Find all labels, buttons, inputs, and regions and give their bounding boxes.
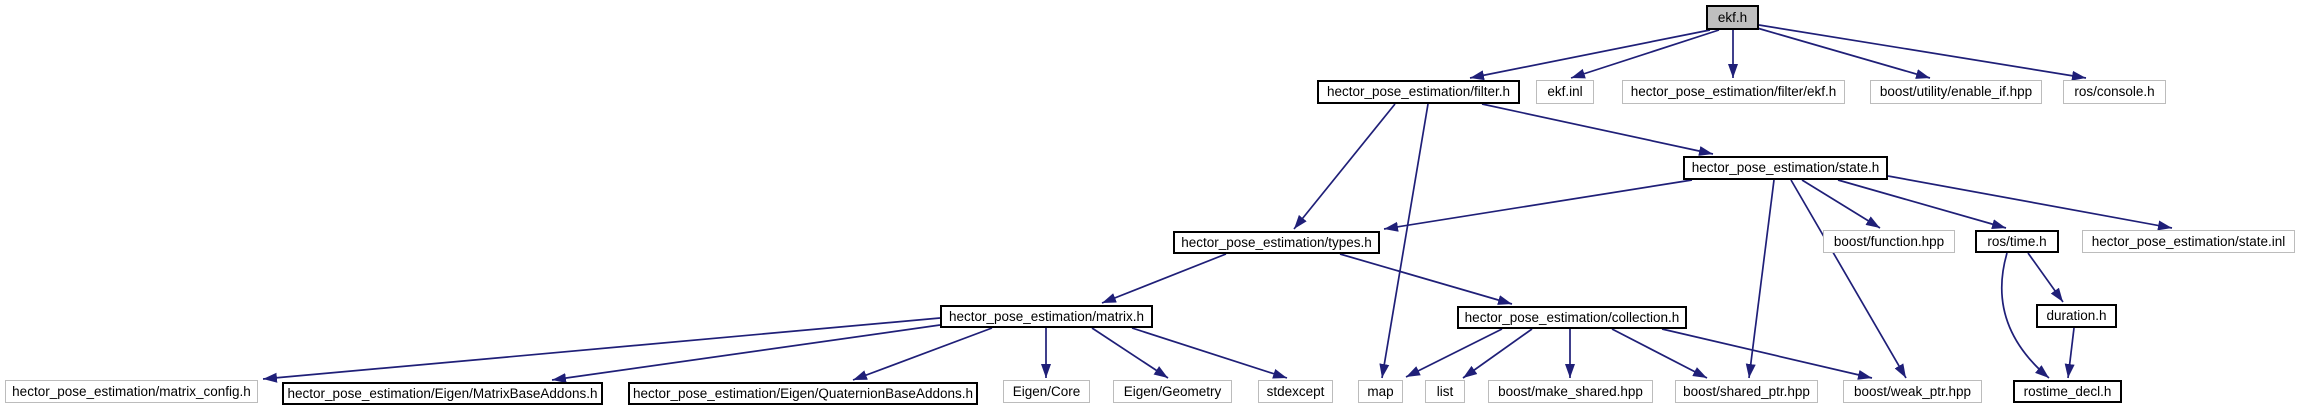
node-collection_h[interactable]: hector_pose_estimation/collection.h (1457, 306, 1687, 329)
node-filter_h[interactable]: hector_pose_estimation/filter.h (1317, 80, 1520, 104)
node-label: Eigen/Geometry (1123, 383, 1222, 399)
edge-ekf_h-to-ros_console_h (1758, 24, 2087, 81)
node-label: hector_pose_estimation/Eigen/QuaternionB… (633, 385, 973, 401)
edge-state_h-to-function_hpp (1801, 179, 1881, 229)
node-ros_time_h[interactable]: ros/time.h (1975, 230, 2059, 253)
node-label: ekf.h (1717, 9, 1748, 25)
node-label: duration.h (2046, 308, 2107, 324)
node-filter_ekf_h: hector_pose_estimation/filter/ekf.h (1622, 80, 1845, 104)
edge-ekf_h-to-enable_if_hpp (1756, 27, 1931, 79)
edge-matrix_h-to-stdexcept (1131, 327, 1288, 379)
node-make_shared_hpp: boost/make_shared.hpp (1488, 380, 1653, 403)
node-eigen_core: Eigen/Core (1003, 380, 1090, 403)
edge-collection_h-to-weak_ptr_hpp (1661, 328, 1873, 380)
edge-collection_h-to-list (1462, 328, 1533, 379)
node-state_h[interactable]: hector_pose_estimation/state.h (1683, 156, 1888, 180)
edge-state_h-to-types_h (1383, 179, 1693, 232)
node-label: boost/utility/enable_if.hpp (1879, 84, 2033, 100)
node-label: ekf.inl (1547, 84, 1583, 100)
edge-filter_h-to-state_h (1481, 103, 1714, 156)
edge-matrix_h-to-matrix_config_h (262, 317, 941, 383)
node-list: list (1425, 380, 1465, 403)
node-label: rostime_decl.h (2023, 383, 2112, 399)
edge-filter_h-to-map (1379, 103, 1429, 379)
edge-state_h-to-ros_time_h (1837, 179, 2007, 229)
node-label: ros/console.h (2074, 84, 2155, 100)
node-stdexcept: stdexcept (1258, 380, 1333, 403)
node-label: hector_pose_estimation/state.h (1691, 160, 1880, 176)
node-matrix_h[interactable]: hector_pose_estimation/matrix.h (940, 305, 1153, 328)
node-label: hector_pose_estimation/filter.h (1326, 84, 1511, 100)
node-label: Eigen/Core (1012, 383, 1081, 399)
node-ekf_h[interactable]: ekf.h (1706, 5, 1759, 30)
node-label: hector_pose_estimation/matrix.h (948, 308, 1145, 324)
node-state_inl: hector_pose_estimation/state.inl (2082, 230, 2295, 253)
node-enable_if_hpp: boost/utility/enable_if.hpp (1870, 80, 2042, 104)
node-label: list (1436, 383, 1454, 399)
edge-matrix_h-to-quaternion_base_addons_h (852, 327, 993, 381)
node-label: hector_pose_estimation/Eigen/MatrixBaseA… (287, 385, 598, 401)
node-label: hector_pose_estimation/matrix_config.h (12, 383, 251, 399)
node-map: map (1358, 380, 1403, 403)
node-label: boost/weak_ptr.hpp (1853, 383, 1972, 399)
edge-collection_h-to-shared_ptr_hpp (1611, 328, 1708, 379)
node-label: hector_pose_estimation/filter/ekf.h (1630, 84, 1837, 100)
edge-ekf_h-to-ekf_inl (1570, 29, 1720, 79)
edge-ekf_h-to-filter_h (1469, 29, 1711, 81)
node-matrix_config_h: hector_pose_estimation/matrix_config.h (5, 380, 258, 403)
edge-matrix_h-to-matrix_base_addons_h (551, 324, 941, 383)
node-label: hector_pose_estimation/state.inl (2091, 233, 2286, 249)
edge-matrix_h-to-eigen_geometry (1091, 327, 1169, 379)
node-types_h[interactable]: hector_pose_estimation/types.h (1173, 231, 1380, 254)
node-function_hpp: boost/function.hpp (1823, 230, 1955, 253)
node-label: stdexcept (1266, 383, 1325, 399)
node-ekf_inl: ekf.inl (1536, 80, 1594, 104)
edge-collection_h-to-map (1405, 328, 1503, 378)
node-weak_ptr_hpp: boost/weak_ptr.hpp (1843, 380, 1982, 403)
node-label: ros/time.h (1987, 233, 2047, 249)
edge-filter_h-to-types_h (1293, 103, 1396, 230)
node-shared_ptr_hpp: boost/shared_ptr.hpp (1675, 380, 1818, 403)
node-label: hector_pose_estimation/types.h (1181, 234, 1372, 250)
node-label: boost/make_shared.hpp (1498, 383, 1643, 399)
node-label: boost/function.hpp (1833, 233, 1945, 249)
node-eigen_geometry: Eigen/Geometry (1113, 380, 1232, 403)
edge-state_h-to-shared_ptr_hpp (1745, 179, 1775, 379)
node-label: hector_pose_estimation/collection.h (1464, 309, 1680, 325)
edge-duration_h-to-rostime_decl_h (2064, 327, 2075, 379)
node-ros_console_h: ros/console.h (2063, 80, 2166, 104)
node-label: boost/shared_ptr.hpp (1683, 383, 1810, 399)
node-rostime_decl_h[interactable]: rostime_decl.h (2013, 380, 2122, 403)
edge-ros_time_h-to-duration_h (2027, 252, 2064, 303)
edge-types_h-to-matrix_h (1101, 253, 1227, 304)
node-quaternion_base_addons_h[interactable]: hector_pose_estimation/Eigen/QuaternionB… (628, 382, 978, 405)
node-duration_h[interactable]: duration.h (2036, 304, 2117, 328)
edge-state_h-to-state_inl (1887, 175, 2173, 231)
edge-ros_time_h-to-rostime_decl_h (2000, 252, 2050, 379)
edge-state_h-to-weak_ptr_hpp (1790, 179, 1907, 379)
node-matrix_base_addons_h[interactable]: hector_pose_estimation/Eigen/MatrixBaseA… (282, 382, 603, 405)
node-label: map (1367, 383, 1394, 399)
edge-types_h-to-collection_h (1339, 253, 1513, 305)
